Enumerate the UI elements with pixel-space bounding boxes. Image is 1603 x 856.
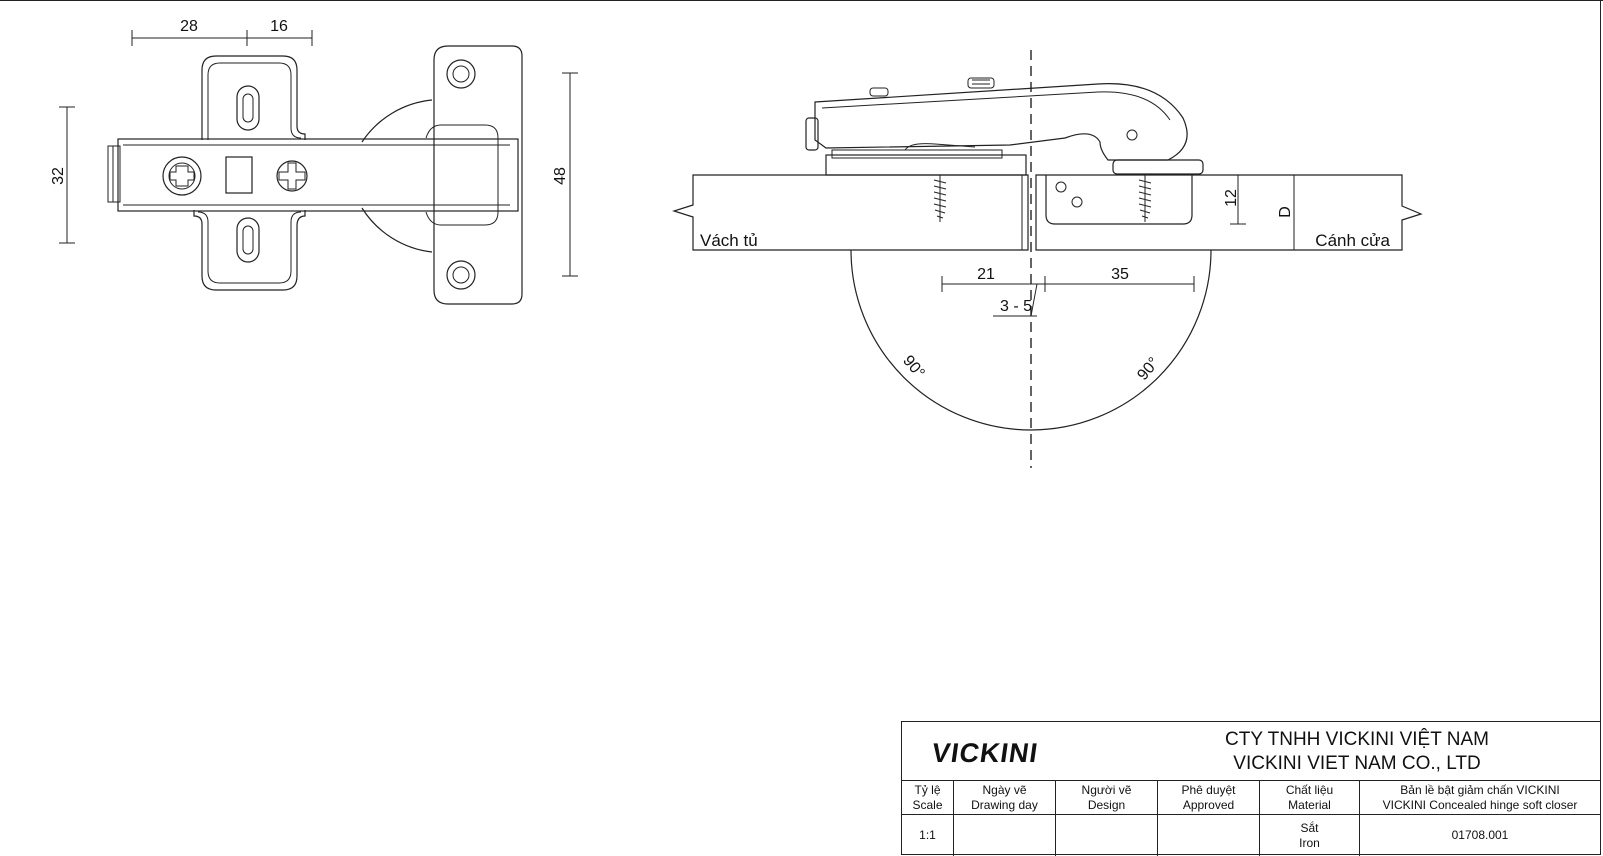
dimension-plan-height-left	[59, 106, 75, 244]
product-header: Bản lề bật giảm chấn VICKINI VICKINI Con…	[1360, 781, 1600, 815]
flange-hole-top-inner	[452, 65, 470, 83]
plate-clip	[904, 143, 976, 151]
date-value	[954, 815, 1056, 856]
mounting-slot-bottom	[236, 217, 260, 263]
dimension-d-label: D	[1277, 206, 1294, 218]
dimension-plan-height-right	[562, 72, 578, 277]
material-value: Sắt Iron	[1260, 815, 1360, 856]
dimension-offsets	[941, 276, 1195, 317]
mounting-slot-bottom-inner	[242, 225, 254, 255]
square-window	[225, 156, 253, 194]
arm-highlight	[821, 91, 1171, 121]
plate-top-layer	[831, 149, 1003, 159]
designer-header: Người vẽ Design	[1056, 781, 1158, 815]
wood-screw-right	[1138, 175, 1152, 222]
flange-hole-top	[446, 59, 476, 89]
sheet-right-border	[1600, 0, 1601, 853]
fix-screw	[276, 160, 308, 192]
dimension-28-label: 28	[180, 18, 198, 35]
dimension-depth	[1230, 174, 1302, 251]
approved-header-vn: Phê duyệt	[1181, 782, 1236, 797]
angle-right-label: 90°	[1134, 354, 1163, 383]
cup-inner	[425, 124, 499, 226]
hinge-cup-recess	[1045, 175, 1193, 225]
material-header-vn: Chất liệu	[1285, 782, 1334, 797]
flange-hole-bottom-inner	[452, 266, 470, 284]
scale-value: 1:1	[902, 815, 954, 856]
product-name-vn: Bản lề bật giảm chấn VICKINI	[1400, 782, 1560, 797]
hinge-section-view: 21 35 3 - 5 12 D 90° 90° Vách tủ Cánh cử…	[672, 50, 1423, 468]
cup-arc-top	[361, 99, 433, 143]
phillips-cross-icon	[278, 162, 306, 190]
mounting-plate-inner	[197, 62, 302, 284]
dimension-12-label: 12	[1223, 189, 1240, 207]
phillips-cross-icon	[169, 165, 195, 187]
cabinet-side-label: Vách tủ	[700, 231, 758, 250]
dimension-16-label: 16	[270, 18, 288, 35]
material-header-en: Material	[1288, 797, 1331, 812]
material-value-en: Iron	[1299, 835, 1320, 850]
company-logo: VICKINI	[929, 738, 1041, 768]
date-header: Ngày vẽ Drawing day	[954, 781, 1056, 815]
cup-rivet-1	[1055, 181, 1067, 193]
approved-value	[1158, 815, 1260, 856]
fix-screw-head	[967, 77, 995, 89]
material-value-vn: Sắt	[1300, 820, 1319, 835]
title-block-header: VICKINI CTY TNHH VICKINI VIỆT NAM VICKIN…	[902, 722, 1600, 781]
dimension-21-label: 21	[977, 266, 995, 283]
mounting-slot-top	[236, 85, 260, 131]
mounting-plate-section	[825, 154, 1027, 176]
cup-collar	[1112, 159, 1204, 175]
designer-header-vn: Người vẽ	[1081, 782, 1132, 797]
title-block: VICKINI CTY TNHH VICKINI VIỆT NAM VICKIN…	[901, 721, 1601, 856]
adjust-screw	[162, 156, 202, 196]
title-block-grid: Tỷ lệ Scale Ngày vẽ Drawing day Người vẽ…	[902, 781, 1600, 856]
approved-header-en: Approved	[1182, 797, 1235, 812]
scale-header-en: Scale	[912, 797, 943, 812]
flange-hole-bottom	[446, 260, 476, 290]
cup-arc-bottom	[361, 207, 433, 253]
hinge-arm	[117, 138, 519, 212]
designer-value	[1056, 815, 1158, 856]
door-label: Cánh cửa	[1315, 231, 1390, 250]
dimension-32-label: 32	[50, 167, 67, 185]
product-name-en: VICKINI Concealed hinge soft closer	[1382, 797, 1578, 812]
mounting-plate-outline	[193, 55, 306, 291]
cabinet-side-panel	[672, 174, 1029, 251]
dimension-35-label: 35	[1111, 266, 1129, 283]
dimension-plan-width	[131, 30, 313, 46]
cup-rivet-2	[1071, 196, 1083, 208]
company-name: CTY TNHH VICKINI VIỆT NAM VICKINI VIET N…	[1142, 728, 1572, 776]
dimension-gap-label: 3 - 5	[1000, 298, 1032, 315]
scale-header-vn: Tỷ lệ	[914, 782, 941, 797]
adjust-screw-head	[869, 87, 889, 97]
company-name-en: VICKINI VIET NAM CO., LTD	[1233, 753, 1481, 774]
approved-header: Phê duyệt Approved	[1158, 781, 1260, 815]
scale-header: Tỷ lệ Scale	[902, 781, 954, 815]
date-header-vn: Ngày vẽ	[982, 782, 1027, 797]
designer-header-en: Design	[1087, 797, 1126, 812]
wood-screw-left	[933, 175, 947, 222]
door-swing-arc	[850, 249, 1212, 431]
company-name-vn: CTY TNHH VICKINI VIỆT NAM	[1225, 729, 1489, 750]
door-panel	[1035, 174, 1423, 251]
arm-end-knob	[805, 117, 819, 151]
hinge-plan-view: 28 16 32 48	[50, 18, 578, 305]
cup-flange	[433, 45, 523, 305]
product-code: 01708.001	[1451, 828, 1509, 842]
date-header-en: Drawing day	[971, 797, 1038, 812]
material-header: Chất liệu Material	[1260, 781, 1360, 815]
arm-end-cap	[107, 145, 121, 203]
mounting-slot-top-inner	[242, 93, 254, 123]
cup-inner-corner	[425, 124, 442, 139]
arm-pivot	[1126, 129, 1138, 141]
adjust-screw-inner	[168, 162, 196, 190]
dimension-48-label: 48	[552, 167, 569, 185]
